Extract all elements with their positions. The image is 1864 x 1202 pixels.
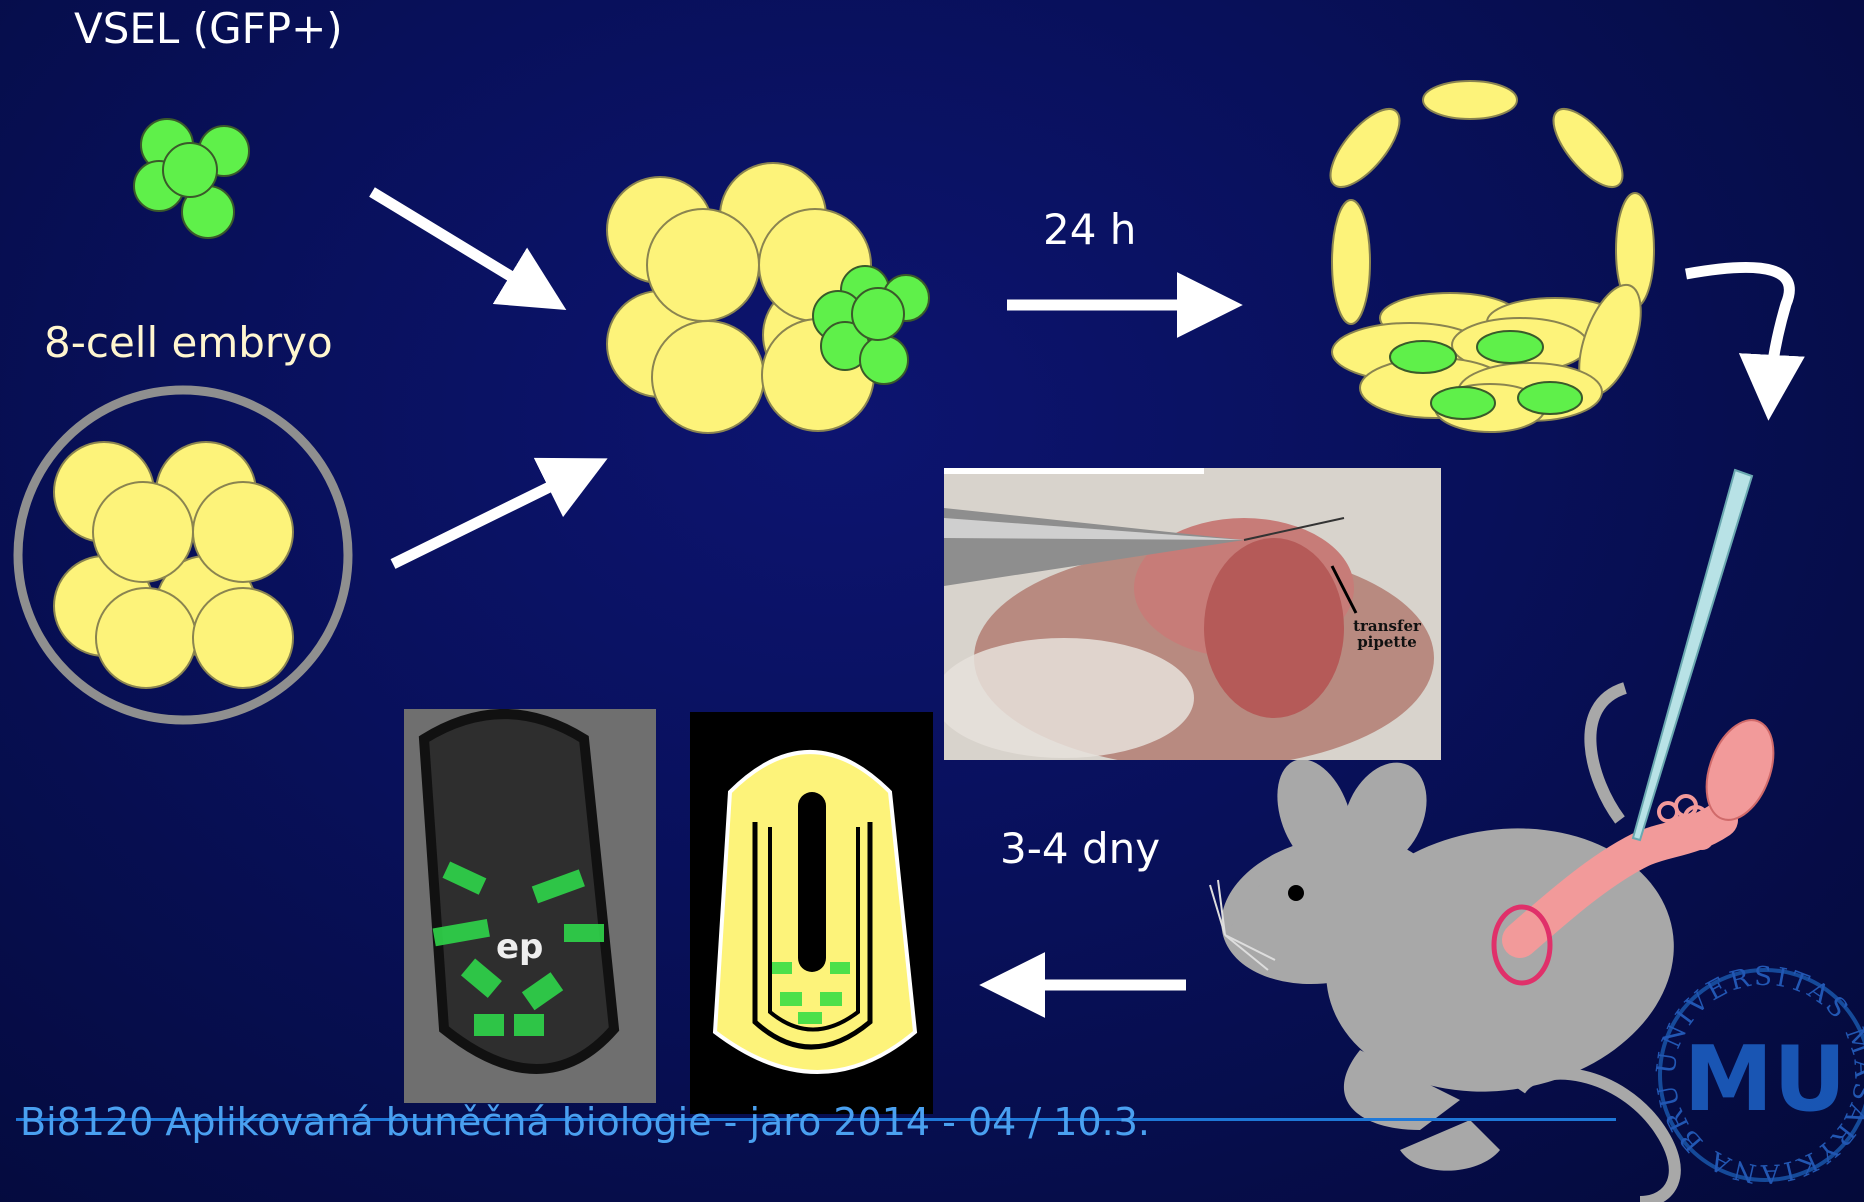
blastocyst: [1319, 81, 1654, 432]
arrow-to-transfer: [1686, 267, 1789, 390]
eight-cell-embryo: [18, 390, 348, 720]
aggregate-embryo: [607, 163, 929, 433]
footer-text: Bi8120 Aplikovaná buněčná biologie - jar…: [20, 1100, 1150, 1144]
region-label: ep: [496, 927, 543, 967]
arrow-embryo-to-aggregate: [393, 472, 580, 564]
embryo-schematic: [690, 712, 933, 1114]
photo-annotation: transfer pipette: [1342, 618, 1432, 650]
logo-monogram: MU: [1684, 1027, 1847, 1132]
arrow-vsel-to-aggregate: [372, 192, 540, 294]
embryo-fluorescence-photo: ep: [404, 709, 656, 1103]
vsel-cell-cluster: [134, 119, 249, 238]
transfer-pipette-photo: transfer pipette: [944, 468, 1441, 760]
